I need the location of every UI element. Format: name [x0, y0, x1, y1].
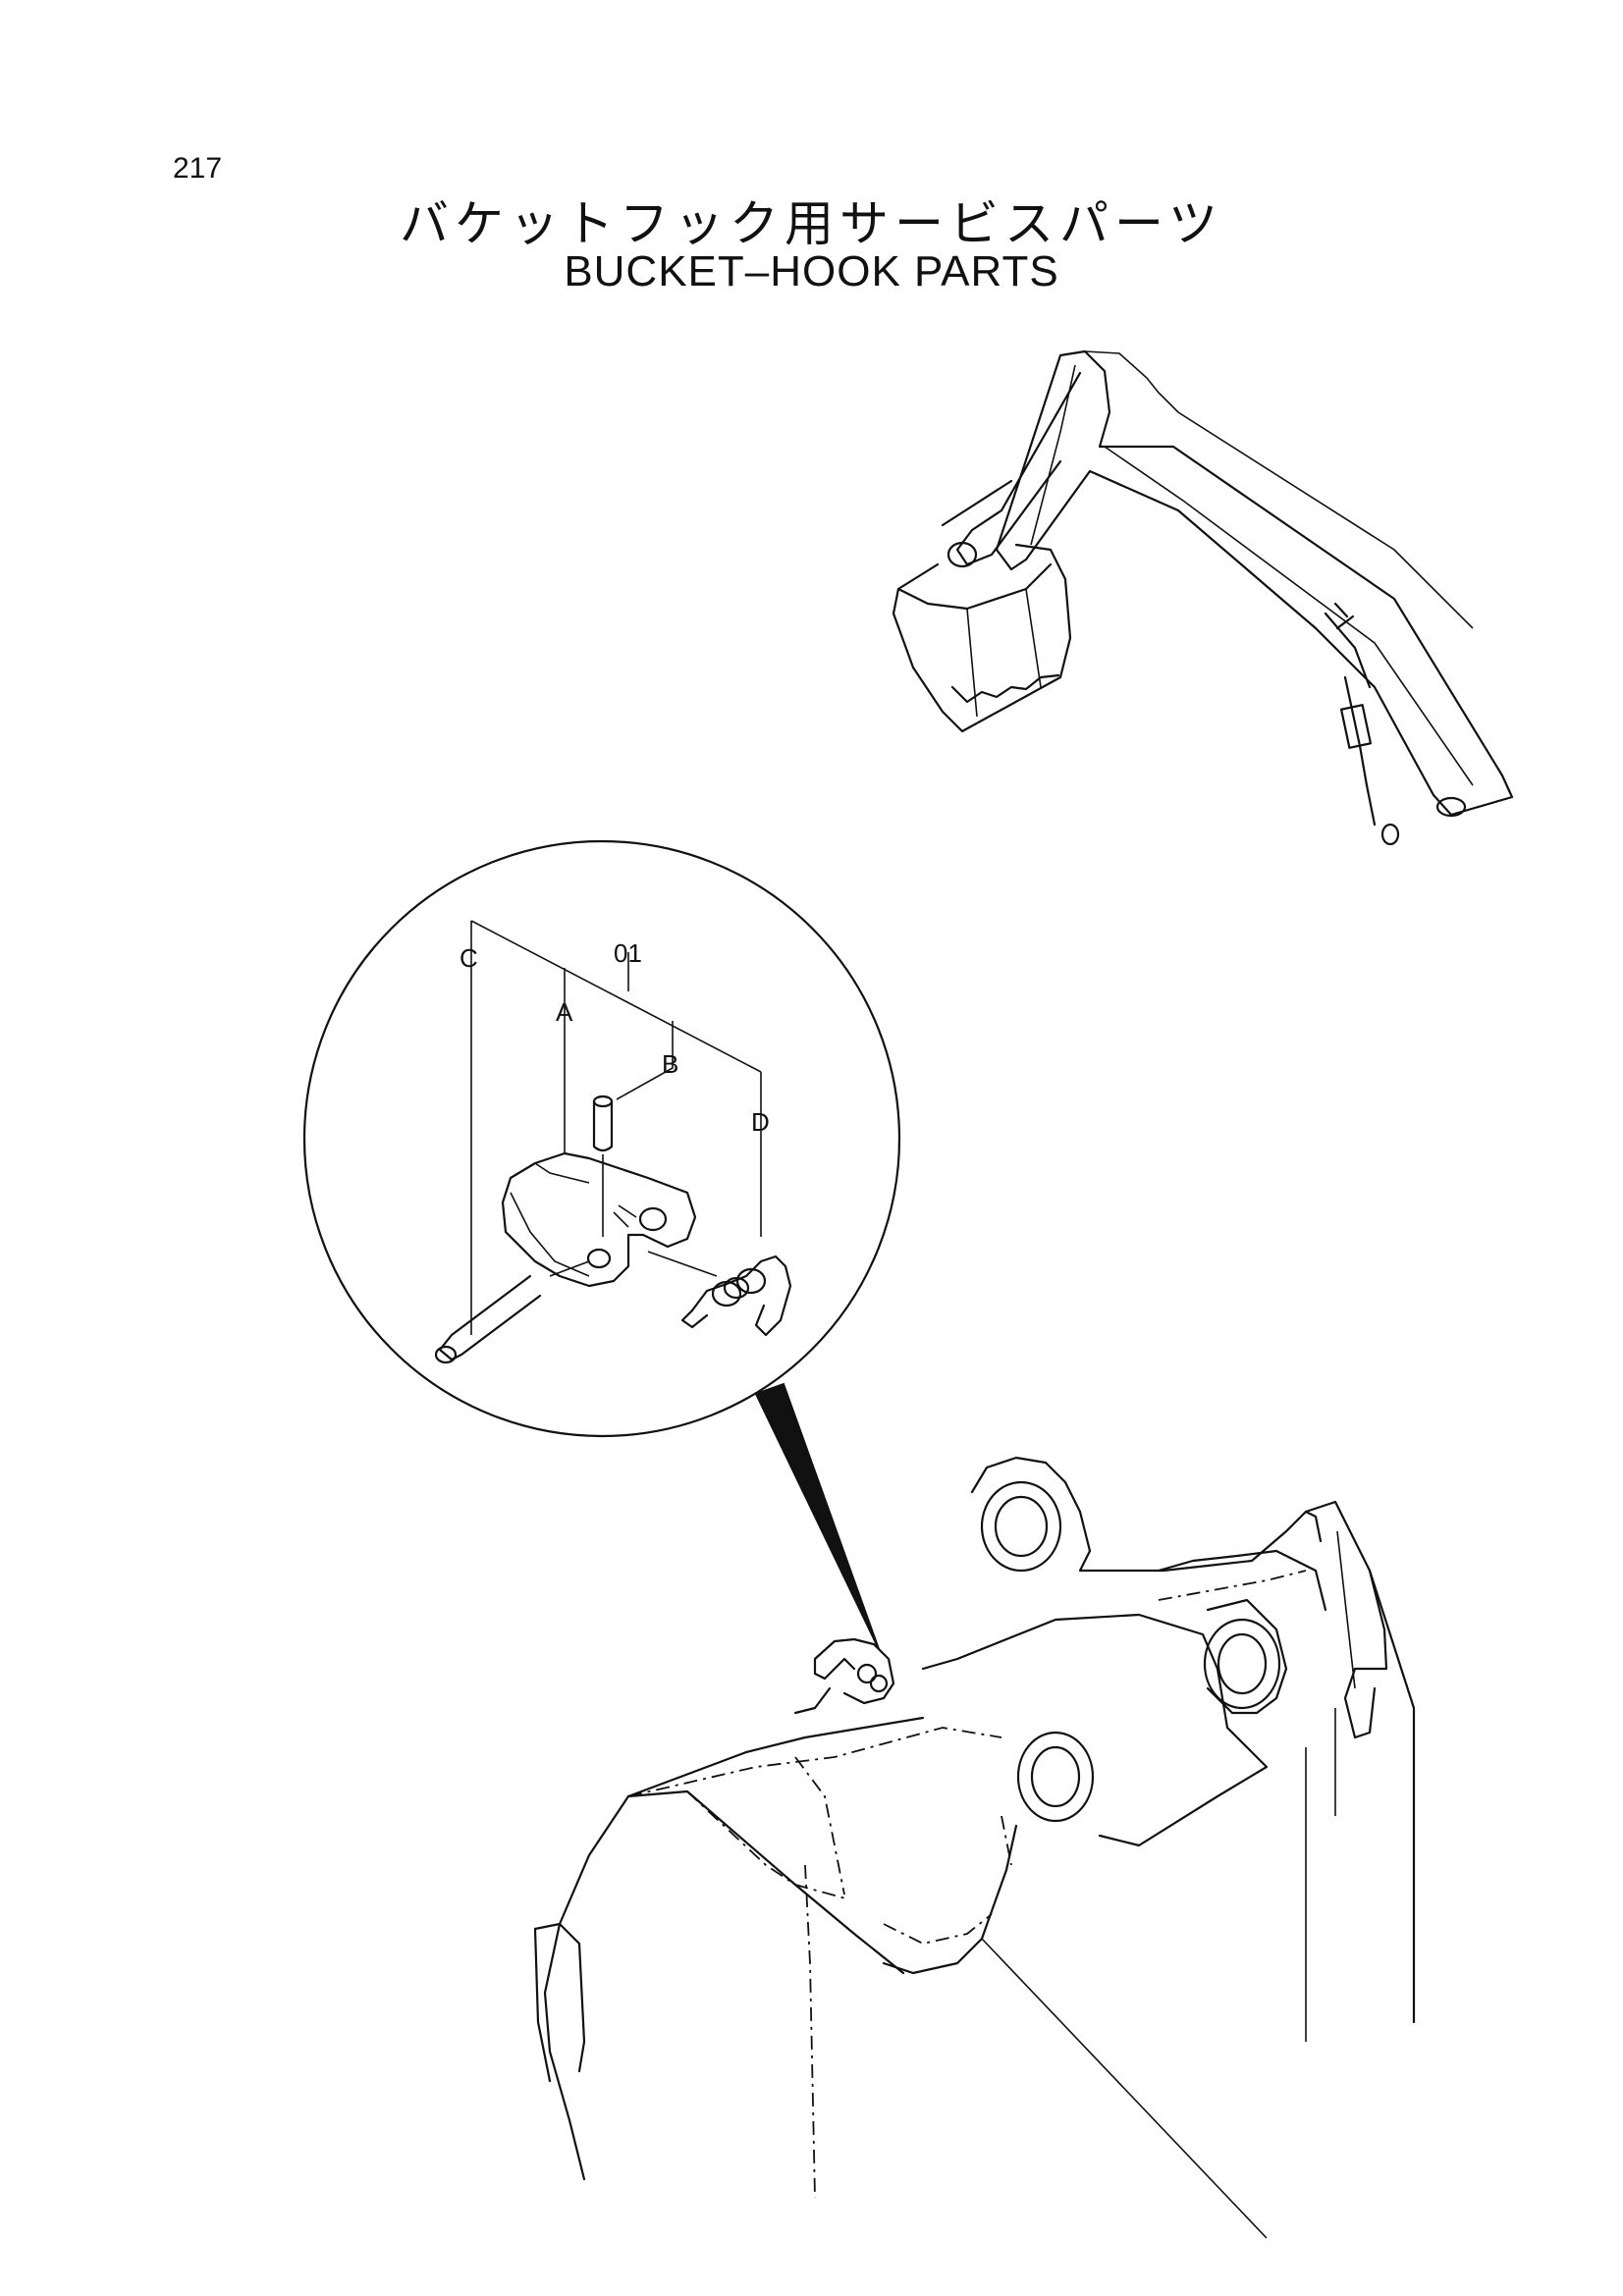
callout-c: C — [460, 943, 478, 973]
page-title-japanese: バケットフック用サービスパーツ — [400, 195, 1223, 252]
page-number: 217 — [173, 152, 223, 185]
page-title-english: BUCKET–HOOK PARTS — [564, 247, 1059, 295]
bucket-assembly — [533, 1456, 1416, 2239]
callout-a: A — [556, 997, 573, 1027]
callout-01: 01 — [614, 938, 642, 968]
detail-magnifier: C 01 A B D — [302, 839, 901, 1650]
callout-b: B — [662, 1049, 678, 1079]
excavator-arm-overview — [892, 349, 1514, 846]
callout-d: D — [751, 1107, 770, 1137]
